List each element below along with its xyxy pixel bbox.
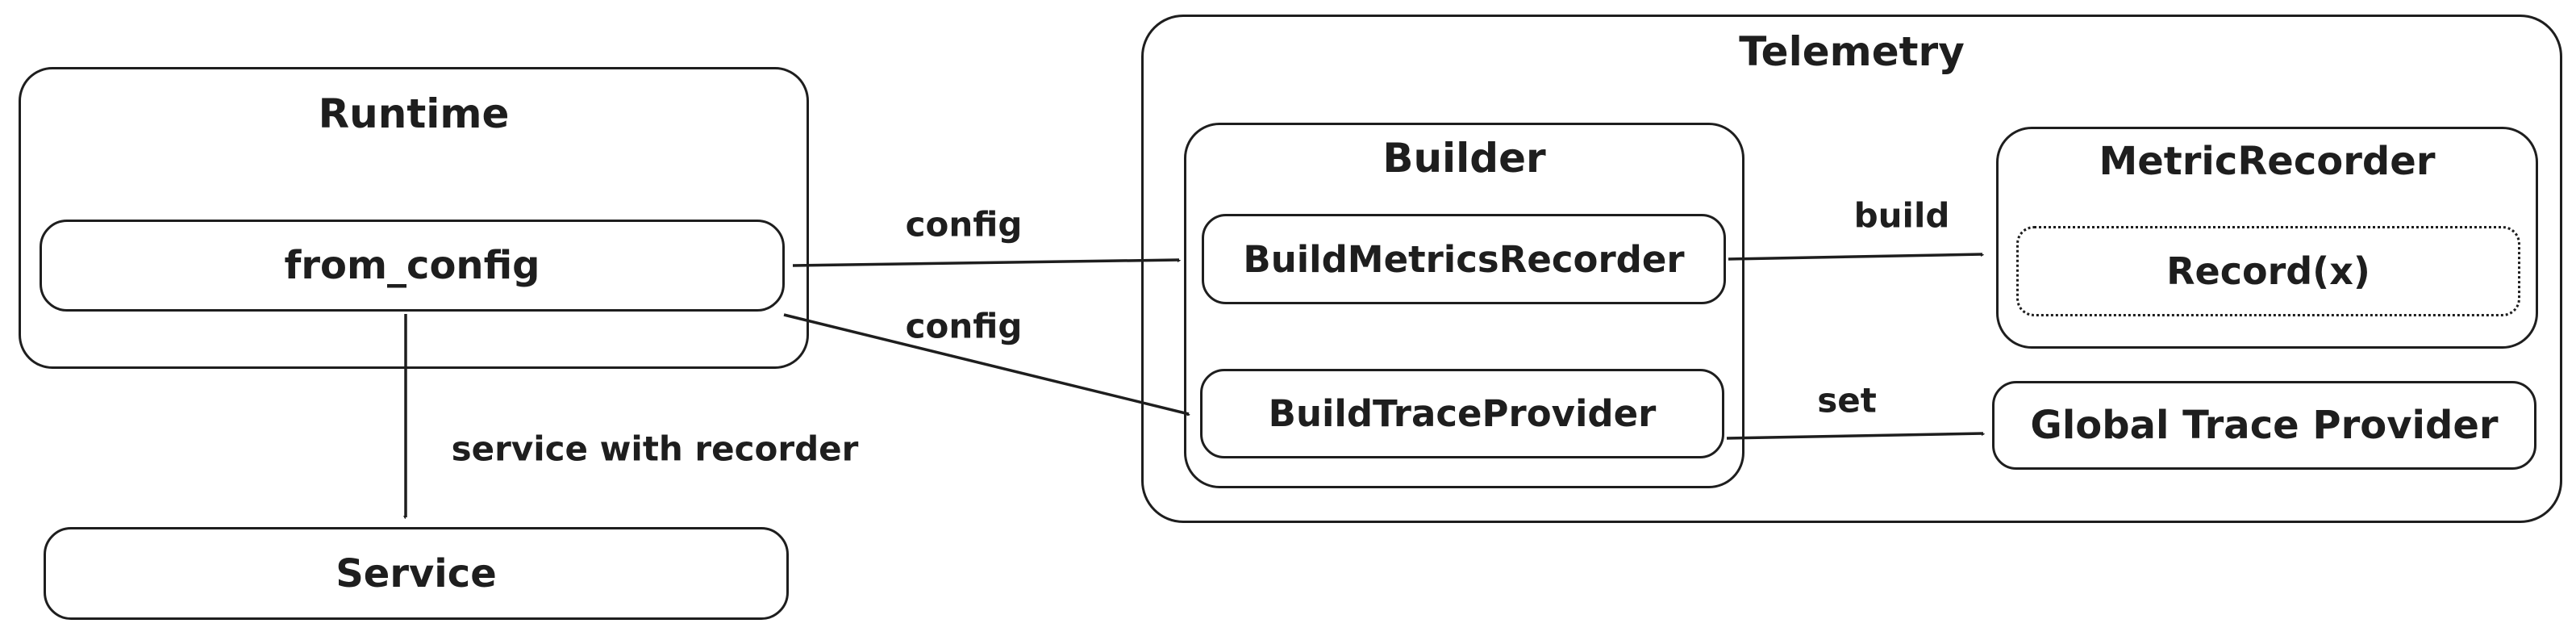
edge-label-set[interactable]: set [1817,380,1877,421]
edge-label-config-trace[interactable]: config [905,306,1023,346]
node-build-metrics-recorder-label: BuildMetricsRecorder [1243,237,1685,281]
node-build-trace-provider-label: BuildTraceProvider [1268,392,1657,435]
edge-config-metrics-arrow [792,258,1179,266]
node-telemetry-label: Telemetry [1739,28,1965,75]
edge-label-service-with-recorder[interactable]: service with recorder [451,429,859,469]
node-service-label: Service [336,550,497,596]
edge-label-config-metrics[interactable]: config [905,204,1023,245]
node-build-metrics-recorder[interactable]: BuildMetricsRecorder [1202,214,1726,304]
node-record-x[interactable]: Record(x) [2016,226,2520,316]
node-telemetry[interactable]: Telemetry [1141,15,2562,523]
node-metric-recorder-label: MetricRecorder [2099,139,2436,184]
node-builder[interactable]: Builder [1184,123,1744,488]
node-metric-recorder[interactable]: MetricRecorder [1996,127,2538,349]
node-from-config-label: from_config [284,243,540,288]
node-global-trace-provider[interactable]: Global Trace Provider [1992,381,2536,470]
node-global-trace-provider-label: Global Trace Provider [2030,403,2499,448]
node-builder-label: Builder [1382,135,1546,182]
node-runtime[interactable]: Runtime [19,67,809,369]
node-service[interactable]: Service [44,527,789,620]
node-from-config[interactable]: from_config [40,220,785,312]
node-runtime-label: Runtime [318,90,510,137]
edge-label-build[interactable]: build [1853,195,1950,236]
node-build-trace-provider[interactable]: BuildTraceProvider [1200,369,1724,458]
node-record-x-label: Record(x) [2166,249,2370,293]
